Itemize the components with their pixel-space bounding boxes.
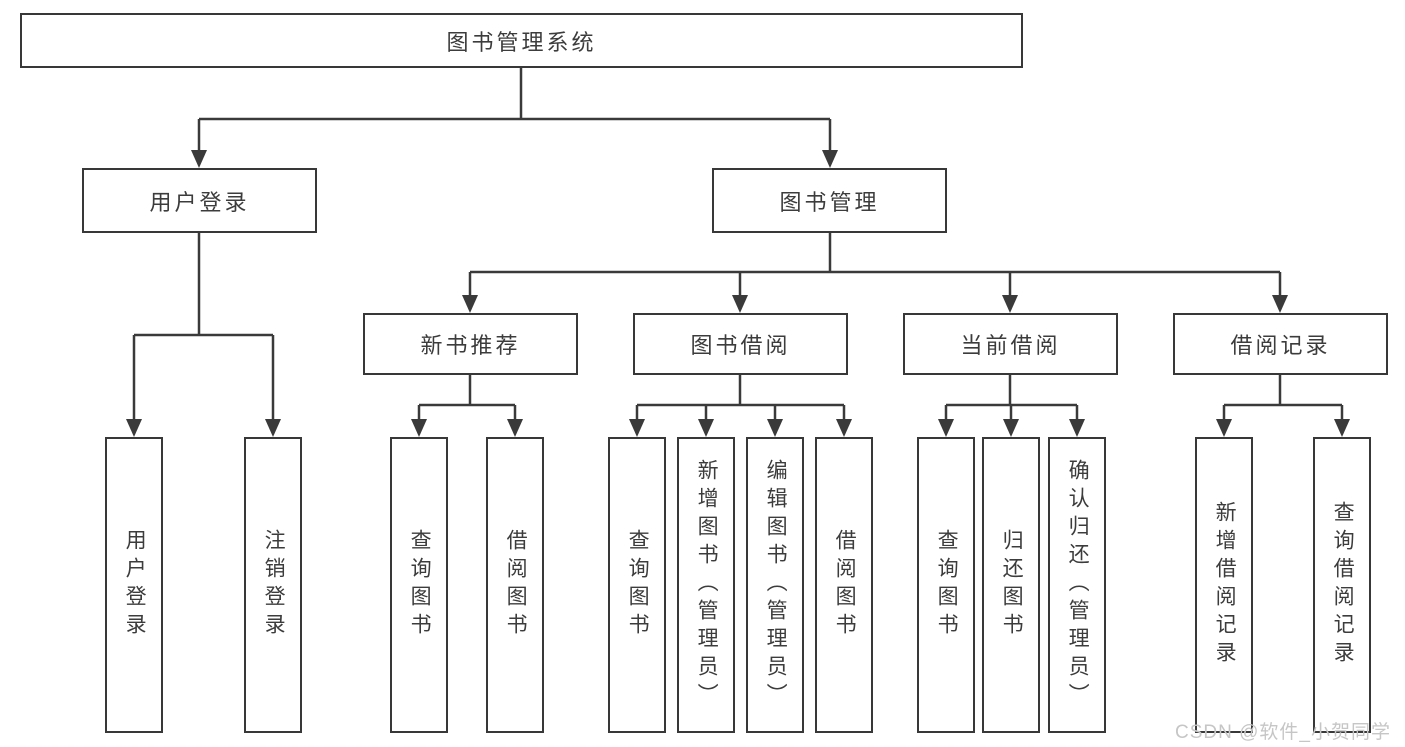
leaf-bb-add-books-admin-label: 新增图书（管理员） — [695, 459, 719, 711]
node-user-login: 用户登录 — [82, 168, 317, 233]
leaf-cb-query-books: 查询图书 — [917, 437, 975, 733]
leaf-cb-confirm-return-admin-label: 确认归还（管理员） — [1066, 459, 1090, 711]
leaf-cb-return-books: 归还图书 — [982, 437, 1040, 733]
leaf-nb-borrow-books-label: 借阅图书 — [504, 529, 528, 641]
leaf-bb-edit-books-admin-label: 编辑图书（管理员） — [764, 459, 788, 711]
leaf-nb-query-books-label: 查询图书 — [408, 529, 432, 641]
leaf-user-login: 用户登录 — [105, 437, 163, 733]
node-library-management-system-label: 图书管理系统 — [446, 29, 597, 55]
csdn-watermark: CSDN @软件_小贺同学 — [1175, 722, 1391, 743]
leaf-nb-borrow-books: 借阅图书 — [486, 437, 544, 733]
node-book-borrow-label: 图书借阅 — [690, 333, 791, 358]
node-library-management-system: 图书管理系统 — [20, 13, 1023, 68]
leaf-br-add-borrow-record-label: 新增借阅记录 — [1213, 501, 1237, 669]
connector-user-login-to-leaves — [126, 233, 281, 437]
leaf-bb-add-books-admin: 新增图书（管理员） — [677, 437, 735, 733]
node-new-book-recommend: 新书推荐 — [363, 313, 578, 375]
leaf-br-query-borrow-record-label: 查询借阅记录 — [1331, 501, 1355, 669]
leaf-logout-login: 注销登录 — [244, 437, 302, 733]
connector-borrow-record-to-leaves — [1216, 375, 1350, 437]
leaf-nb-query-books: 查询图书 — [390, 437, 448, 733]
node-borrow-record: 借阅记录 — [1173, 313, 1388, 375]
node-borrow-record-label: 借阅记录 — [1230, 333, 1331, 358]
node-new-book-recommend-label: 新书推荐 — [420, 333, 521, 358]
leaf-bb-edit-books-admin: 编辑图书（管理员） — [746, 437, 804, 733]
leaf-logout-login-label: 注销登录 — [262, 529, 286, 641]
leaf-cb-return-books-label: 归还图书 — [1000, 529, 1024, 641]
node-book-management-label: 图书管理 — [779, 189, 880, 215]
connector-current-borrow-to-leaves — [938, 375, 1085, 437]
leaf-cb-query-books-label: 查询图书 — [935, 529, 959, 641]
node-current-borrow: 当前借阅 — [903, 313, 1118, 375]
leaf-bb-borrow-books-label: 借阅图书 — [833, 529, 857, 641]
leaf-bb-borrow-books: 借阅图书 — [815, 437, 873, 733]
leaf-bb-query-books: 查询图书 — [608, 437, 666, 733]
leaf-br-query-borrow-record: 查询借阅记录 — [1313, 437, 1371, 733]
node-current-borrow-label: 当前借阅 — [960, 333, 1061, 358]
leaf-user-login-label: 用户登录 — [123, 529, 147, 641]
node-book-borrow: 图书借阅 — [633, 313, 848, 375]
connector-book-management-to-level3 — [462, 233, 1288, 313]
connector-book-borrow-to-leaves — [629, 375, 852, 437]
node-book-management: 图书管理 — [712, 168, 947, 233]
leaf-br-add-borrow-record: 新增借阅记录 — [1195, 437, 1253, 733]
connector-new-book-recommend-to-leaves — [411, 375, 523, 437]
node-user-login-label: 用户登录 — [149, 189, 250, 215]
leaf-bb-query-books-label: 查询图书 — [626, 529, 650, 641]
leaf-cb-confirm-return-admin: 确认归还（管理员） — [1048, 437, 1106, 733]
connector-root-to-level2 — [191, 68, 838, 168]
